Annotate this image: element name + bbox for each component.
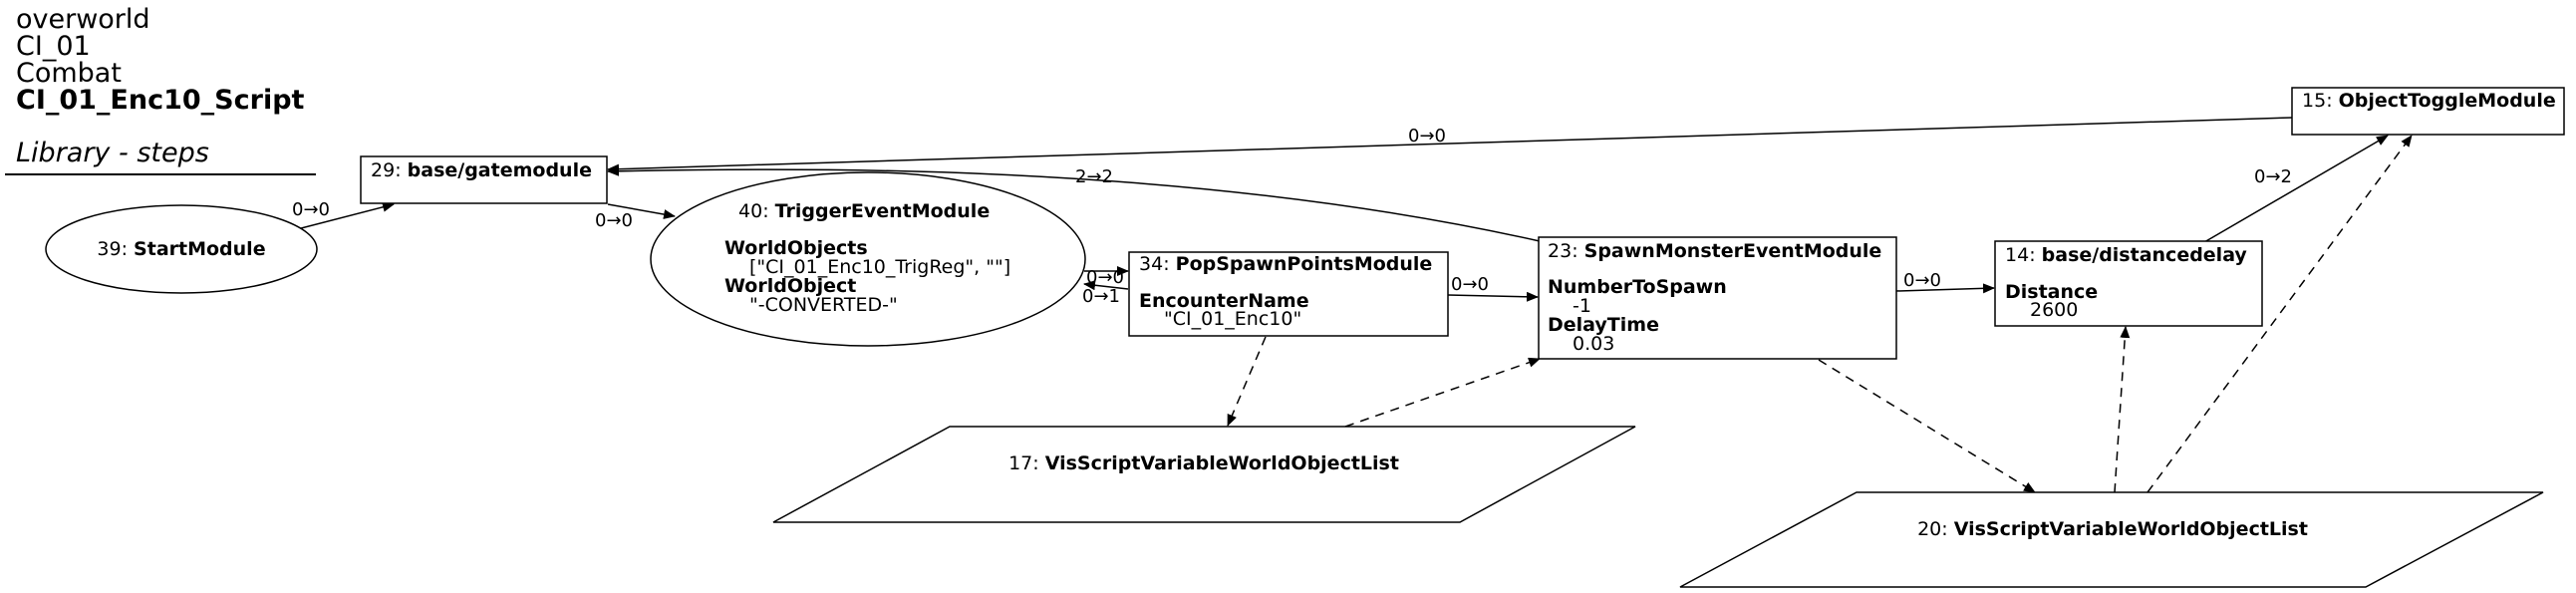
node-34-pop-spawn-points-module[interactable]: 34: PopSpawnPointsModule EncounterName "… <box>1128 251 1449 337</box>
edge-label-23-14: 0→0 <box>1903 270 1941 291</box>
node-29-id: 29 <box>371 159 395 181</box>
node-34-prop-value-0: "CI_01_Enc10" <box>1164 308 1301 330</box>
node-14-id: 14 <box>2005 244 2029 266</box>
header-line-level: CI_01 <box>16 31 91 62</box>
node-39-start-module[interactable]: 39: StartModule <box>45 204 318 294</box>
node-34-id: 34 <box>1139 253 1163 275</box>
header-line-category: Combat <box>16 58 122 89</box>
node-23-prop-value-1: 0.03 <box>1573 333 1614 355</box>
node-40-id: 40 <box>738 200 762 222</box>
node-23-prop-name-0: NumberToSpawn <box>1548 276 1727 298</box>
node-29-gate-module[interactable]: 29: base/gatemodule <box>360 155 608 204</box>
edge-23-29 <box>607 165 1541 242</box>
node-23-title: SpawnMonsterEventModule <box>1584 240 1882 262</box>
node-15-title: ObjectToggleModule <box>2339 90 2556 112</box>
svg-text:23: SpawnMonsterEventModule: 23: SpawnMonsterEventModule <box>1548 240 1881 262</box>
edge-34-17-dashed <box>1227 336 1267 427</box>
node-14-prop-value-0: 2600 <box>2030 299 2078 321</box>
node-23-prop-value-0: -1 <box>1573 295 1591 317</box>
edge-20-15-dashed <box>2147 135 2413 493</box>
edge-label-15-29: 0→0 <box>1408 126 1446 147</box>
edge-label-34-40: 0→1 <box>1082 286 1120 307</box>
node-23-prop-name-1: DelayTime <box>1548 314 1659 336</box>
library-label: Library - steps <box>16 138 209 168</box>
node-40-prop-name-0: WorldObjects <box>724 237 868 259</box>
node-14-title: base/distancedelay <box>2042 244 2248 266</box>
edge-15-29 <box>607 117 2293 174</box>
node-29-title: base/gatemodule <box>408 159 592 181</box>
svg-text:39: StartModule: 39: StartModule <box>97 238 265 260</box>
svg-text:14: base/distancedelay: 14: base/distancedelay <box>2005 244 2247 266</box>
node-34-title: PopSpawnPointsModule <box>1176 253 1433 275</box>
node-20-title: VisScriptVariableWorldObjectList <box>1954 518 2308 540</box>
node-40-prop-value-0: ["CI_01_Enc10_TrigReg", ""] <box>749 256 1010 278</box>
node-17-id: 17 <box>1008 452 1032 474</box>
edge-20-14-dashed <box>2114 326 2131 493</box>
edge-label-29-40: 0→0 <box>595 210 633 231</box>
svg-text:17: VisScriptVariableWorldObje: 17: VisScriptVariableWorldObjectList <box>1008 452 1399 474</box>
node-39-id: 39 <box>97 238 121 260</box>
svg-text:34: PopSpawnPointsModule: 34: PopSpawnPointsModule <box>1139 253 1432 275</box>
node-20-world-object-list[interactable]: 20: VisScriptVariableWorldObjectList <box>1679 491 2544 588</box>
edge-label-34-23: 0→0 <box>1451 274 1489 295</box>
edge-17-23-dashed <box>1344 357 1541 428</box>
header-line-world: overworld <box>16 4 150 35</box>
node-17-world-object-list[interactable]: 17: VisScriptVariableWorldObjectList <box>772 426 1636 523</box>
node-20-id: 20 <box>1917 518 1941 540</box>
edge-29-40 <box>607 203 676 219</box>
node-39-title: StartModule <box>134 238 266 260</box>
node-15-id: 15 <box>2302 90 2326 112</box>
node-40-prop-name-1: WorldObject <box>724 275 856 297</box>
edge-23-20-dashed <box>1818 359 2036 493</box>
node-17-title: VisScriptVariableWorldObjectList <box>1045 452 1399 474</box>
edge-label-39-29: 0→0 <box>292 199 330 220</box>
node-40-title: TriggerEventModule <box>775 200 991 222</box>
node-14-distance-delay[interactable]: 14: base/distancedelay Distance 2600 <box>1994 240 2263 327</box>
diagram-header: overworld CI_01 Combat CI_01_Enc10_Scrip… <box>16 6 304 114</box>
svg-text:20: VisScriptVariableWorldObje: 20: VisScriptVariableWorldObjectList <box>1917 518 2308 540</box>
node-40-trigger-event-module[interactable]: 40: TriggerEventModule WorldObjects ["CI… <box>650 171 1086 347</box>
node-34-prop-name-0: EncounterName <box>1139 290 1309 312</box>
edge-14-15 <box>2203 135 2389 243</box>
edge-label-23-29: 2→2 <box>1075 166 1113 187</box>
edge-label-14-15: 0→2 <box>2254 166 2292 187</box>
node-40-prop-value-1: "-CONVERTED-" <box>749 294 898 316</box>
node-23-spawn-monster-event-module[interactable]: 23: SpawnMonsterEventModule NumberToSpaw… <box>1538 236 1897 360</box>
edge-34-23 <box>1447 291 1539 302</box>
svg-text:29: base/gatemodule: 29: base/gatemodule <box>371 159 592 181</box>
node-14-prop-name-0: Distance <box>2005 281 2098 303</box>
svg-text:15: ObjectToggleModule: 15: ObjectToggleModule <box>2302 90 2556 112</box>
library-underline <box>5 173 316 175</box>
svg-text:40: TriggerEventModule: 40: TriggerEventModule <box>738 200 990 222</box>
edge-23-14 <box>1895 283 1995 294</box>
node-23-id: 23 <box>1548 240 1572 262</box>
edge-34-40 <box>1083 280 1129 291</box>
node-15-object-toggle-module[interactable]: 15: ObjectToggleModule <box>2291 87 2565 136</box>
script-name: CI_01_Enc10_Script <box>16 85 305 116</box>
edge-label-40-34: 0→0 <box>1086 267 1124 288</box>
